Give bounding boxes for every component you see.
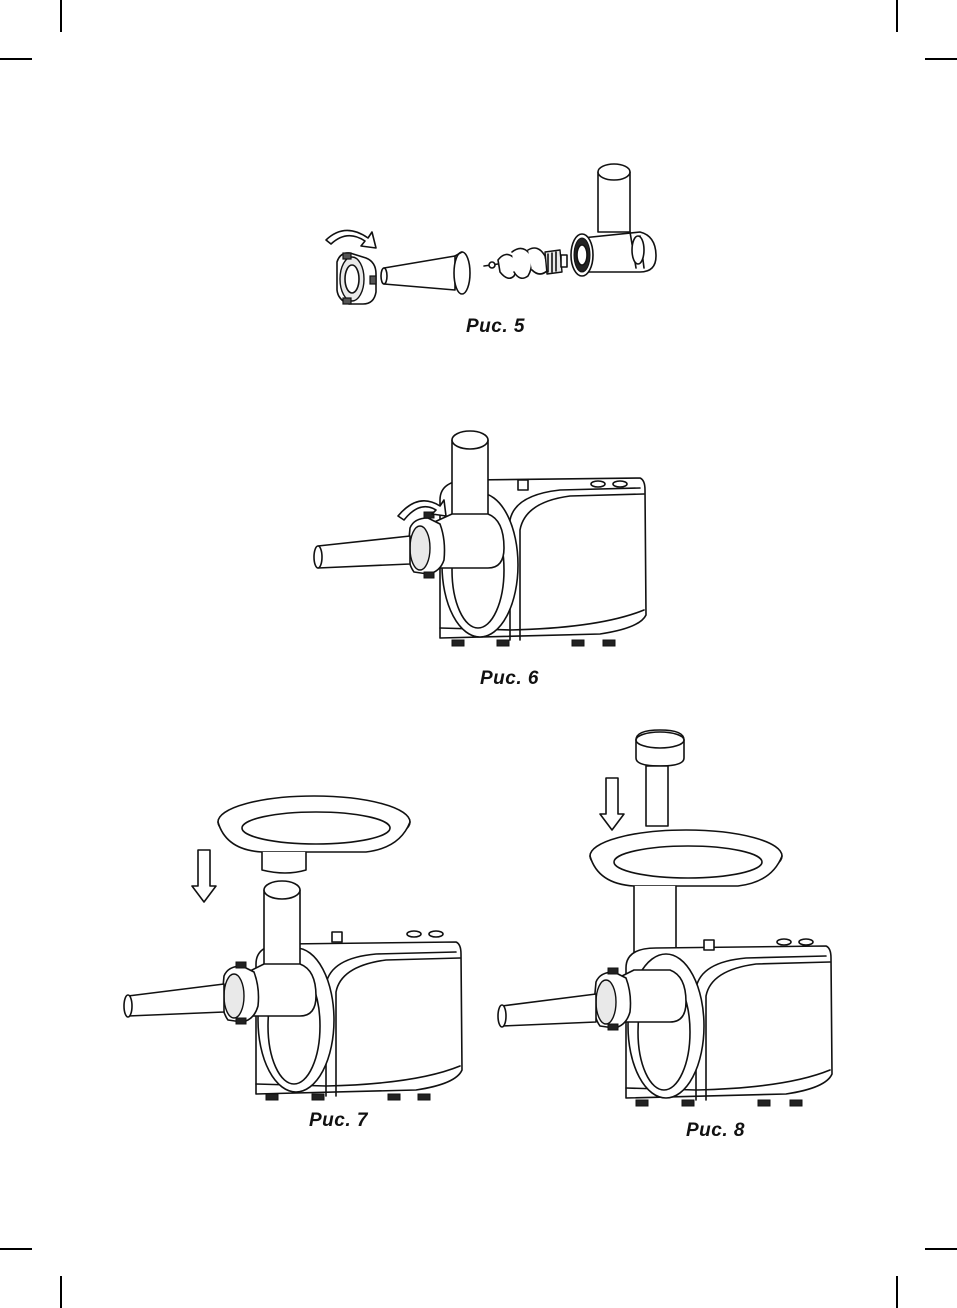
crop-mark <box>0 1248 32 1250</box>
figure-caption: Рис. 5 <box>466 316 525 338</box>
crop-mark <box>925 58 957 60</box>
figure-7-illustration <box>120 790 465 1100</box>
ring-nut <box>222 962 259 1024</box>
sausage-nozzle <box>124 984 224 1017</box>
feeding-tray <box>218 796 410 873</box>
ring-nut-part <box>337 253 376 304</box>
figure-8-illustration <box>495 725 840 1115</box>
crop-mark <box>60 0 62 32</box>
sausage-nozzle <box>498 994 596 1027</box>
rotate-arrow-icon <box>326 230 376 248</box>
grinder-head-part <box>571 164 656 276</box>
auger-screw-part <box>484 248 567 278</box>
rotate-arrow-icon <box>398 500 446 520</box>
food-pusher <box>636 730 684 826</box>
ring-nut <box>594 968 631 1030</box>
down-arrow-icon <box>192 850 216 902</box>
figure-6-illustration <box>300 420 660 650</box>
crop-mark <box>60 1276 62 1308</box>
crop-mark <box>925 1248 957 1250</box>
sausage-nozzle-part <box>381 252 470 294</box>
figure-caption: Рис. 8 <box>686 1120 745 1142</box>
figure-5-illustration <box>310 150 670 320</box>
crop-mark <box>896 0 898 32</box>
down-arrow-icon <box>600 778 624 830</box>
crop-mark <box>896 1276 898 1308</box>
crop-mark <box>0 58 32 60</box>
sausage-nozzle <box>314 536 410 568</box>
figure-caption: Рис. 6 <box>480 668 539 690</box>
figure-caption: Рис. 7 <box>309 1110 368 1132</box>
